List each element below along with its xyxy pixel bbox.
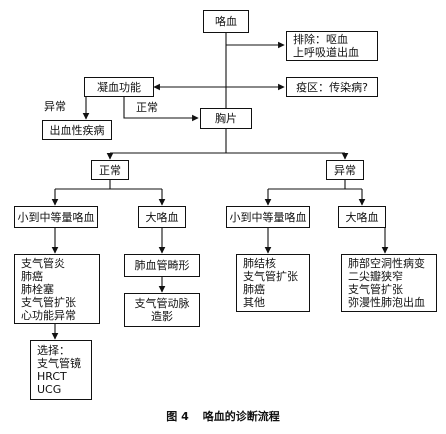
list-item: 支气管扩张	[21, 295, 76, 309]
abnormal-small-list-node: 肺结核 支气管扩张 肺癌 其他	[236, 254, 310, 312]
list-item: 肺栓塞	[21, 282, 54, 296]
small-medium-right-label: 小到中等量咯血	[229, 210, 307, 224]
list-item: 肺癌	[21, 269, 43, 283]
list-item: UCG	[37, 383, 62, 396]
choose-node: 选择： 支气管镜 HRCT UCG	[30, 340, 92, 400]
hemoptysis-node: 咯血	[203, 10, 249, 33]
edge-label-normal-coag: 正常	[136, 101, 158, 114]
list-item: HRCT	[37, 370, 67, 383]
list-item: 其他	[243, 296, 265, 309]
list-item: 心功能异常	[21, 308, 76, 322]
list-item: 支气管炎	[21, 256, 65, 270]
abnormal-massive-list-node: 肺部空洞性病变 二尖瓣狭窄 支气管扩张 弥漫性肺泡出血	[341, 254, 437, 312]
edge-label-abnormal-coag: 异常	[44, 100, 66, 113]
bleeding-disorder-node: 出血性疾病	[42, 120, 112, 140]
normal-coag-line	[123, 97, 199, 122]
massive-right-label: 大咯血	[345, 210, 379, 224]
list-item: 支气管扩张	[348, 283, 403, 296]
list-item: 支气管扩张	[243, 270, 298, 283]
exclude-node: 排除：呕血 上呼吸道出血	[286, 31, 378, 61]
figure-caption: 图 4 咯血的诊断流程	[0, 408, 446, 424]
figure-number: 图 4	[166, 410, 189, 423]
list-item: 弥漫性肺泡出血	[348, 296, 425, 309]
list-item: 肺部空洞性病变	[348, 257, 425, 270]
normal-node: 正常	[91, 160, 129, 180]
coagulation-label: 凝血功能	[97, 80, 141, 94]
vascular-malformation-node: 肺血管畸形	[124, 254, 200, 277]
coagulation-node: 凝血功能	[84, 77, 154, 97]
epidemic-node: 疫区：传染病?	[286, 77, 378, 97]
small-medium-left-label: 小到中等量咯血	[17, 210, 95, 224]
massive-left-node: 大咯血	[138, 206, 186, 228]
list-item: 支气管镜	[37, 357, 81, 370]
exclude-line-2: 上呼吸道出血	[293, 46, 359, 59]
list-item: 肺结核	[243, 257, 276, 270]
abnormal-node: 异常	[326, 160, 364, 180]
chest-film-label: 胸片	[215, 112, 237, 125]
epidemic-label: 疫区：传染病?	[296, 80, 368, 94]
small-medium-left-node: 小到中等量咯血	[14, 206, 98, 228]
list-item: 二尖瓣狭窄	[348, 270, 403, 283]
bronchial-artery-node: 支气管动脉 造影	[124, 293, 200, 327]
bronchial-artery-line-1: 支气管动脉	[134, 297, 190, 310]
massive-left-label: 大咯血	[145, 210, 179, 224]
normal-small-list-node: 支气管炎 肺癌 肺栓塞 支气管扩张 心功能异常	[14, 254, 100, 324]
massive-right-node: 大咯血	[338, 206, 386, 228]
small-medium-right-node: 小到中等量咯血	[226, 206, 310, 228]
vascular-malformation-label: 肺血管畸形	[134, 259, 190, 272]
normal-label: 正常	[99, 163, 121, 177]
bleeding-disorder-label: 出血性疾病	[49, 123, 105, 137]
hemoptysis-label: 咯血	[215, 15, 237, 28]
abnormal-label: 异常	[334, 163, 356, 177]
bronchial-artery-line-2: 造影	[151, 310, 173, 323]
figure-title: 咯血的诊断流程	[202, 410, 280, 423]
exclude-line-1: 排除：呕血	[293, 33, 348, 46]
choose-heading: 选择：	[37, 344, 70, 357]
chest-film-node: 胸片	[200, 108, 252, 129]
list-item: 肺癌	[243, 283, 265, 296]
